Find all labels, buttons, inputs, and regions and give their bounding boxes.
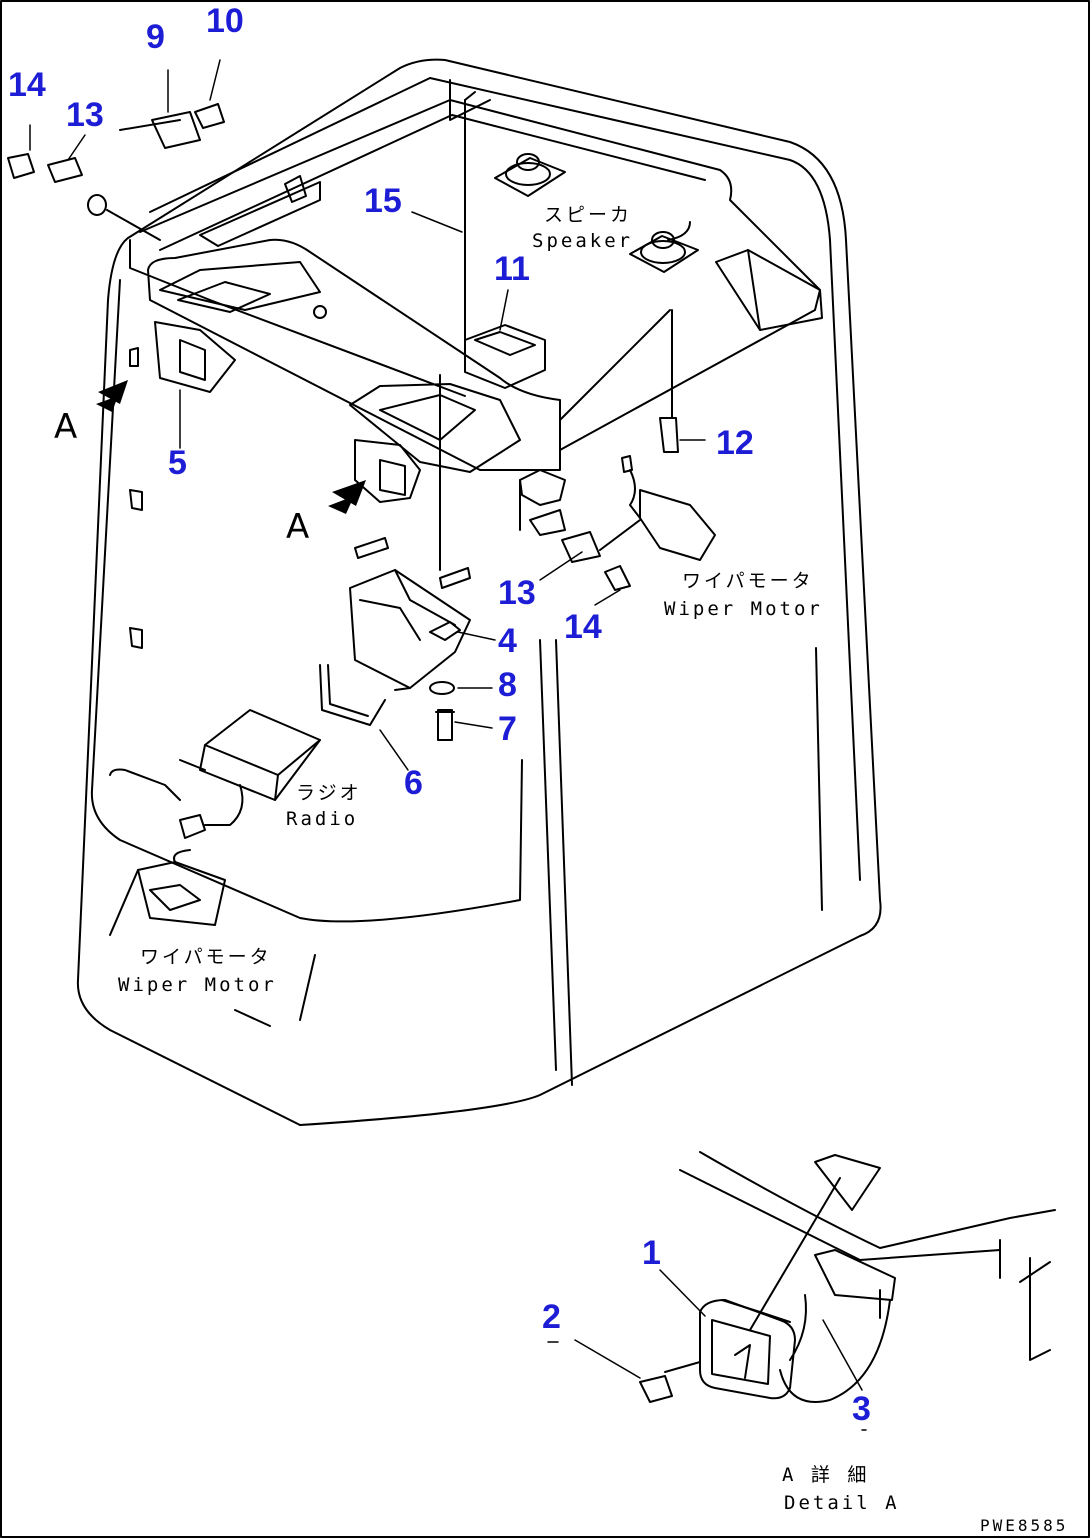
wiper-motor-right-label-en: Wiper Motor — [664, 598, 823, 620]
item-4-bracket — [349, 569, 471, 691]
detail-a-label-jp: A 詳 細 — [782, 1464, 870, 1486]
front-header-bar — [147, 175, 561, 473]
callout-8: 8 — [498, 666, 517, 704]
cab-outline — [76, 58, 882, 1126]
callout-2: 2 — [542, 1298, 561, 1336]
item-6-cable — [319, 664, 386, 726]
wiper-motor-left-label-jp: ワイパモータ — [140, 946, 272, 968]
speaker-label-en: Speaker — [532, 230, 634, 252]
callout-13: 13 — [498, 574, 536, 612]
view-arrows — [96, 380, 366, 514]
left-lamp-assembly — [129, 321, 236, 649]
center-lamp-assembly — [354, 439, 471, 589]
drawing-code: PWE8585 — [980, 1516, 1069, 1535]
callout-12: 12 — [716, 424, 754, 462]
callout-6: 6 — [404, 764, 423, 802]
wiper-motor-left-label-en: Wiper Motor — [118, 974, 277, 996]
callout-1: 1 — [642, 1234, 661, 1272]
callout-13: 13 — [66, 96, 104, 134]
wiper-motor-right-label-jp: ワイパモータ — [682, 570, 814, 592]
top-fasteners — [7, 103, 679, 453]
callout-5: 5 — [168, 444, 187, 482]
view-marker-a-center: A — [286, 507, 310, 547]
callout-7: 7 — [498, 710, 517, 748]
left-wiper-motor — [109, 849, 316, 1027]
leader-lines — [29, 59, 867, 1431]
callout-3: 3 — [852, 1390, 871, 1428]
callout-4: 4 — [498, 622, 517, 660]
callout-15: 15 — [364, 182, 402, 220]
detail-a-structure — [679, 1151, 1056, 1403]
radio-label-jp: ラジオ — [296, 782, 362, 804]
speaker-graphic — [494, 153, 699, 273]
callout-14: 14 — [564, 608, 602, 646]
harness-wire — [439, 91, 673, 571]
detail-a-lamp — [639, 1177, 841, 1403]
ceiling-panel — [129, 79, 823, 451]
speaker-label-jp: スピーカ — [544, 204, 633, 226]
right-wiper-motor — [519, 455, 716, 591]
callout-9: 9 — [146, 18, 165, 56]
callout-11: 11 — [494, 250, 530, 288]
callout-14: 14 — [8, 66, 46, 104]
radio-unit — [109, 709, 321, 839]
view-marker-a-left: A — [54, 407, 78, 447]
callout-10: 10 — [206, 2, 244, 40]
radio-label-en: Radio — [286, 808, 359, 830]
detail-a-label-en: Detail A — [784, 1492, 900, 1514]
washer-and-bolt — [429, 681, 455, 741]
